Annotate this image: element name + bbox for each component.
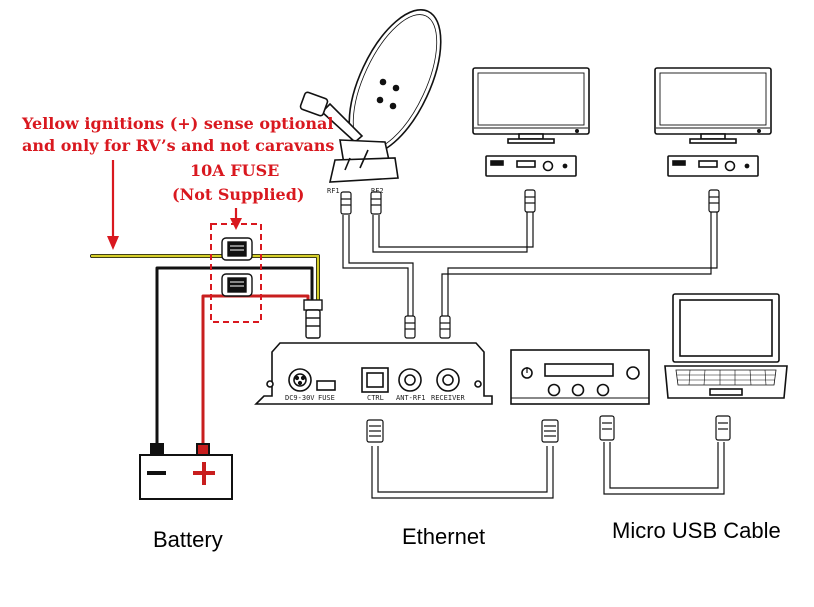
rf2-port-label: RF2 bbox=[371, 187, 384, 195]
usb-caption: Micro USB Cable bbox=[612, 518, 781, 543]
ignition-note-line1: Yellow ignitions (+) sense optional bbox=[22, 114, 334, 133]
port-label-fuse: FUSE bbox=[318, 394, 335, 402]
power-plug bbox=[303, 299, 323, 339]
satellite-dish bbox=[299, 8, 442, 183]
controller-box bbox=[254, 342, 493, 405]
power-wires bbox=[90, 254, 320, 448]
fuse-top bbox=[221, 237, 253, 261]
rf1-port-label: RF1 bbox=[327, 187, 340, 195]
fuse-note-line2: (Not Supplied) bbox=[172, 185, 305, 204]
fuse-note-line1: 10A FUSE bbox=[190, 161, 280, 180]
tv-monitor-right bbox=[654, 67, 772, 144]
ethernet-connectors bbox=[366, 419, 559, 443]
micro-usb-cable bbox=[603, 442, 725, 495]
port-label-ctrl: CTRL bbox=[367, 394, 384, 402]
port-label-ant-rf1: ANT-RF1 bbox=[396, 394, 426, 402]
satellite-receiver-left bbox=[485, 155, 577, 177]
fuse-bottom bbox=[221, 273, 253, 297]
satellite-receiver-right bbox=[667, 155, 759, 177]
tv-monitor-left bbox=[472, 67, 590, 144]
annotation-arrows bbox=[107, 160, 242, 250]
usb-connectors bbox=[599, 415, 731, 441]
port-label-power: DC9-30V bbox=[285, 394, 315, 402]
ignition-note-line2: and only for RV’s and not caravans bbox=[22, 136, 335, 155]
ethernet-caption: Ethernet bbox=[402, 524, 486, 549]
battery bbox=[139, 443, 233, 500]
battery-caption: Battery bbox=[153, 527, 223, 552]
ethernet-cable bbox=[371, 446, 554, 499]
coax-connectors bbox=[340, 189, 720, 339]
port-label-receiver: RECEIVER bbox=[431, 394, 466, 402]
control-panel bbox=[510, 349, 650, 405]
laptop bbox=[664, 293, 788, 399]
coax-cables bbox=[342, 212, 718, 316]
